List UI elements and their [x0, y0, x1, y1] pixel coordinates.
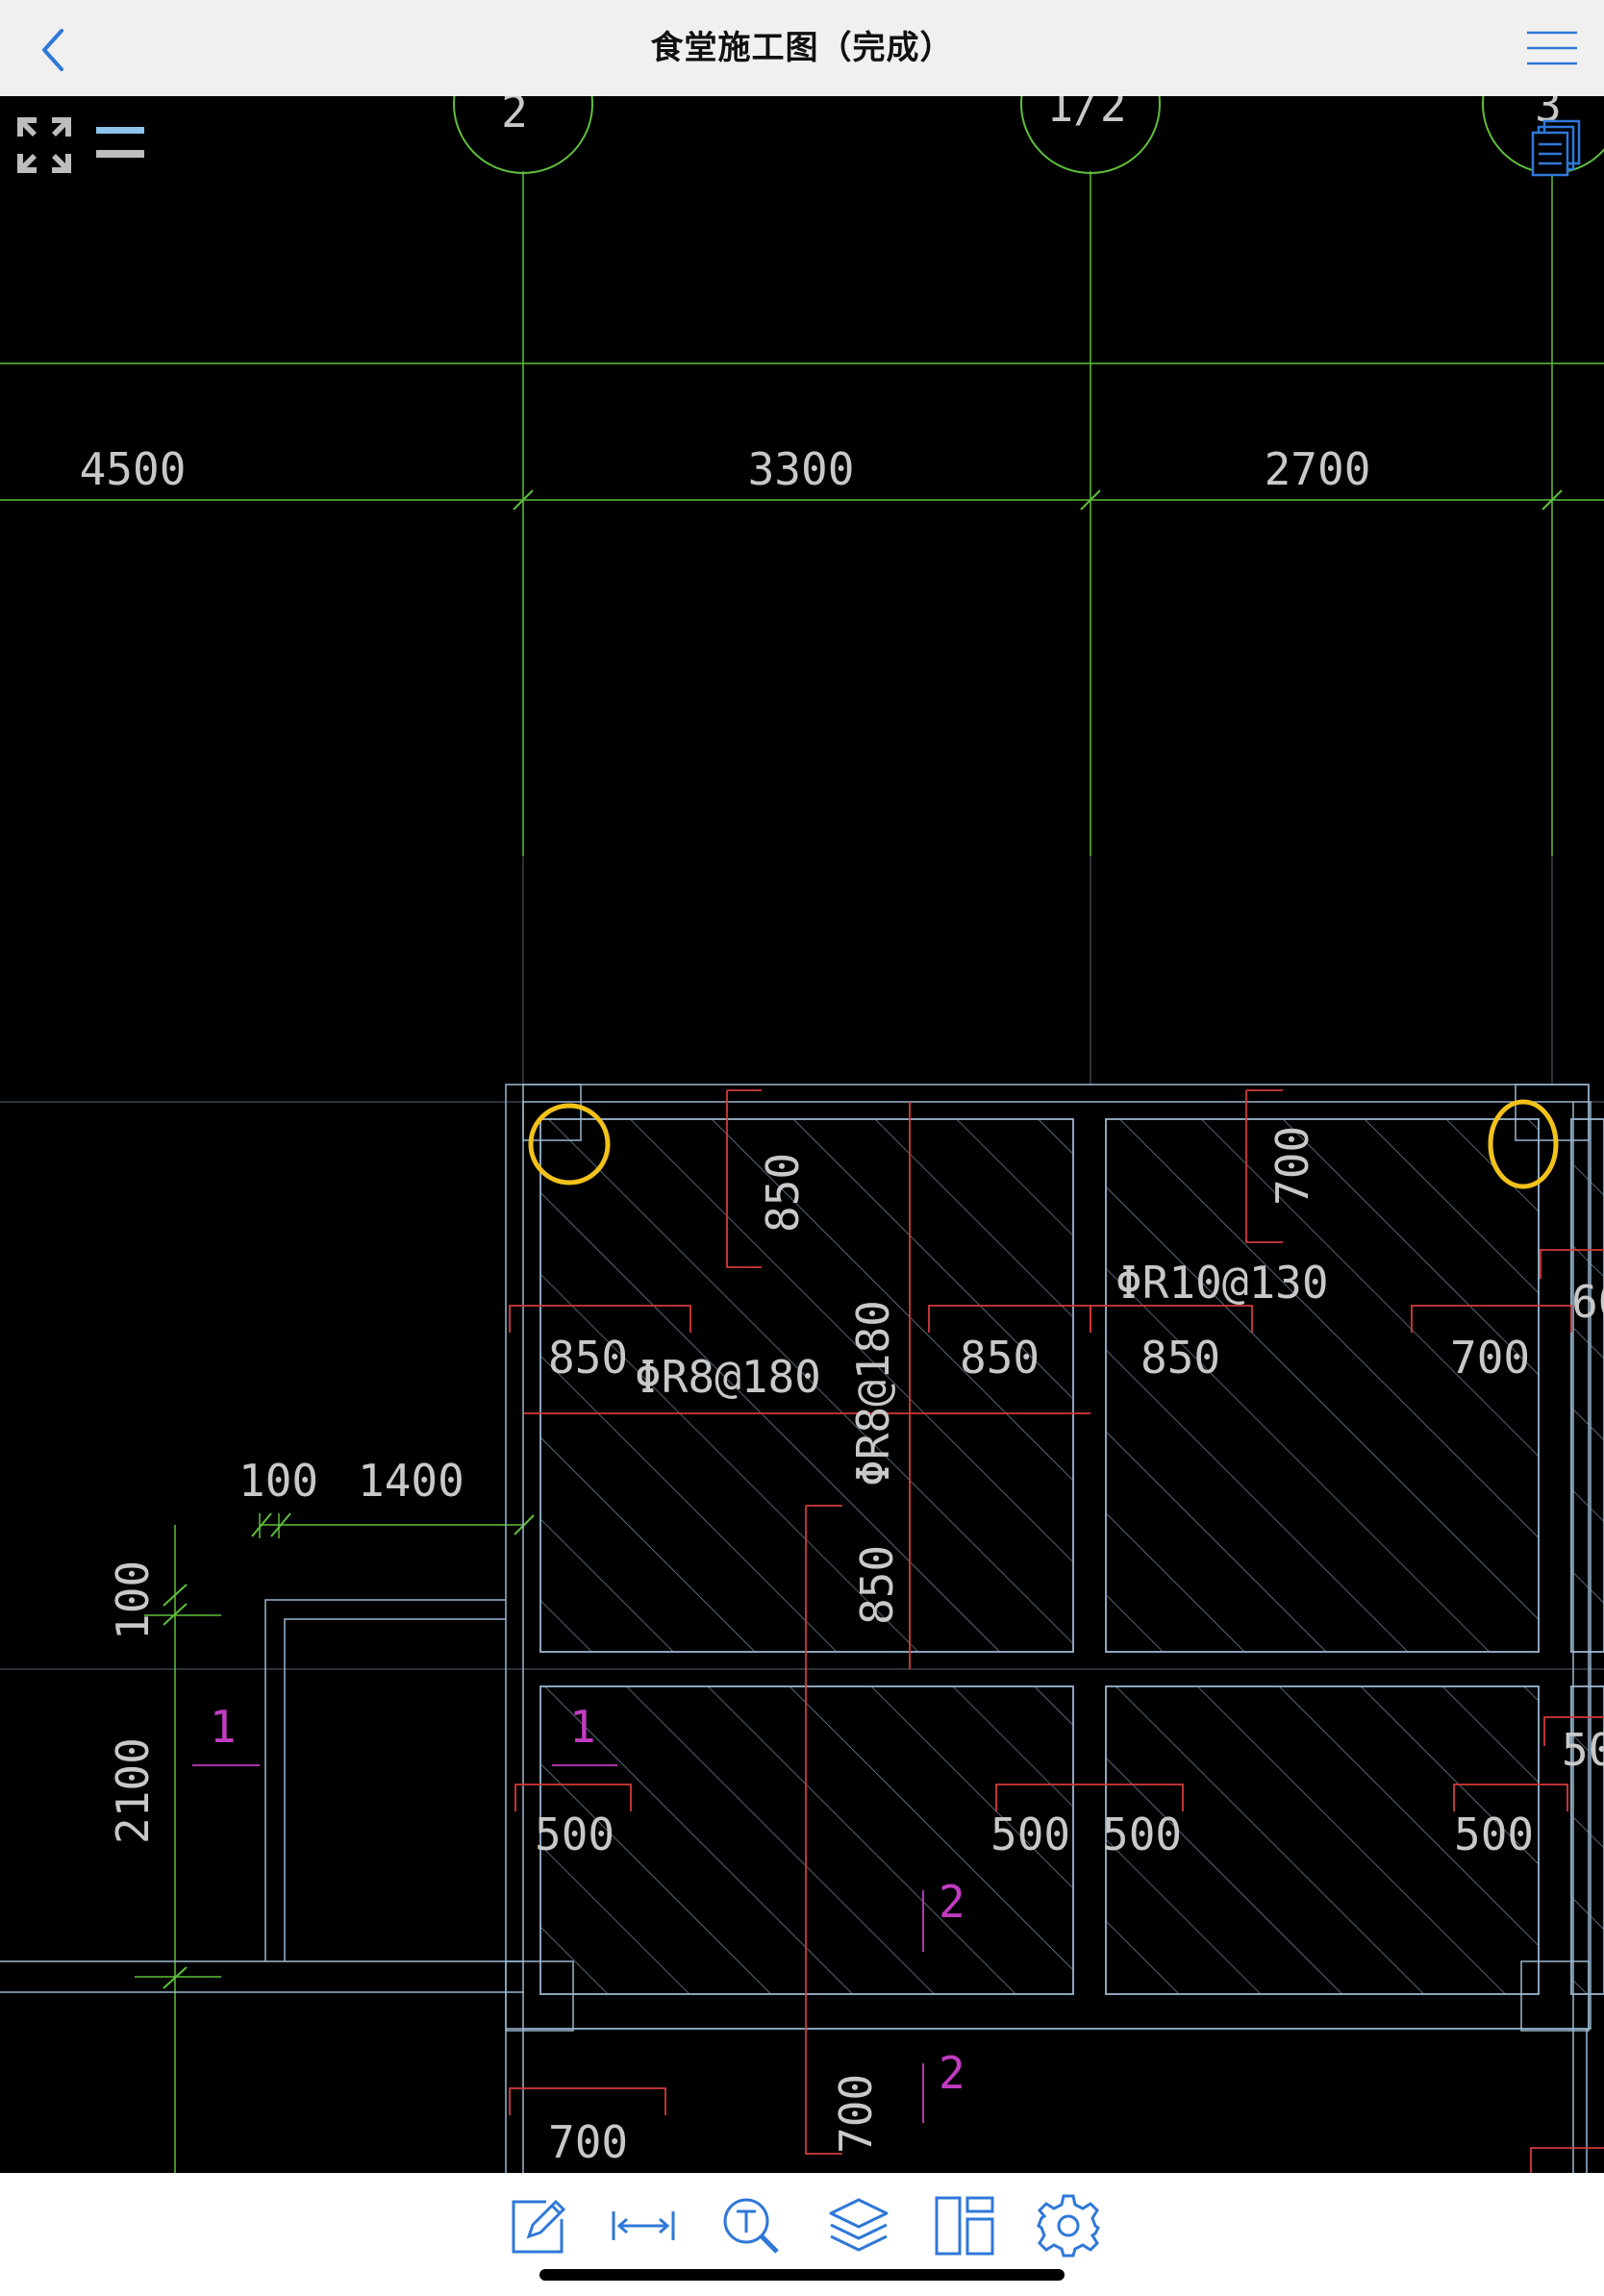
document-stack-icon: [1531, 119, 1581, 177]
cad-drawing: 2 1/2 3 4500 3300 2700: [0, 96, 1604, 2173]
text-search-button[interactable]: [717, 2192, 785, 2259]
slab-panel[interactable]: [1105, 1118, 1540, 1653]
section-mark: 1: [569, 1701, 596, 1753]
highlight-marker[interactable]: [1488, 1099, 1559, 1189]
slab-dimension: 850: [1140, 1332, 1220, 1384]
slab-dimension: 700: [1266, 1126, 1318, 1206]
rebar-label: ΦR10@130: [1115, 1257, 1329, 1309]
slab-panel[interactable]: [539, 1685, 1074, 1995]
lower-dimension: 700: [830, 2074, 882, 2154]
layers-icon: [829, 2198, 889, 2252]
highlight-marker[interactable]: [528, 1103, 611, 1185]
document-stack-button[interactable]: [1529, 117, 1585, 179]
span-dimension: 3300: [748, 443, 855, 495]
back-button[interactable]: [27, 23, 81, 77]
lower-dimension: 500: [535, 1809, 614, 1860]
settings-icon: [1037, 2194, 1100, 2258]
section-mark: 2: [939, 2047, 965, 2099]
edit-icon: [512, 2199, 566, 2254]
axis-label: 2: [501, 96, 528, 137]
slab-dimension: 850: [757, 1153, 809, 1233]
layout-button[interactable]: [931, 2192, 998, 2259]
chevron-left-icon: [42, 29, 63, 71]
lower-dimension: 500: [990, 1809, 1070, 1860]
settings-button[interactable]: [1035, 2192, 1102, 2259]
slab-dimension: 850: [851, 1545, 903, 1625]
home-indicator: [539, 2269, 1065, 2281]
rebar-label: ΦR8@180: [635, 1351, 821, 1403]
left-dimension: 1400: [358, 1455, 464, 1507]
section-mark: 2: [939, 1876, 965, 1928]
left-dimension: 100: [238, 1455, 318, 1507]
slab-dimension: 850: [960, 1332, 1040, 1384]
left-dimension: 100: [107, 1560, 159, 1640]
slab-panel[interactable]: [1105, 1685, 1540, 1995]
layers-button[interactable]: [825, 2192, 892, 2259]
hamburger-menu-icon: [1527, 31, 1577, 65]
double-bar-icon[interactable]: [96, 127, 144, 158]
left-dimension: 2100: [107, 1737, 159, 1844]
canvas-controls: [13, 113, 158, 185]
lower-dimension: 700: [548, 2116, 628, 2168]
slab-dimension: 850: [548, 1332, 628, 1384]
slab-dimension: 700: [1450, 1332, 1530, 1384]
page-title: 食堂施工图（完成）: [650, 29, 954, 67]
expand-arrows-icon[interactable]: [17, 117, 71, 173]
rebar-label: ΦR8@180: [847, 1300, 899, 1486]
measure-button[interactable]: [610, 2192, 677, 2259]
edge-dimension: 50: [1562, 1724, 1604, 1776]
edit-button[interactable]: [504, 2192, 571, 2259]
text-search-icon: [723, 2198, 779, 2254]
axis-label: 1/2: [1046, 96, 1126, 132]
drawing-canvas[interactable]: 2 1/2 3 4500 3300 2700: [0, 96, 1604, 2173]
title-bar: 食堂施工图（完成）: [0, 0, 1604, 97]
measure-icon: [612, 2211, 675, 2240]
edge-dimension: 60: [1571, 1276, 1604, 1328]
section-mark: 1: [210, 1701, 237, 1753]
lower-dimension: 500: [1102, 1809, 1182, 1860]
span-dimension: 2700: [1265, 443, 1371, 495]
lower-dimension: 500: [1454, 1809, 1534, 1860]
span-dimension: 4500: [80, 443, 187, 495]
layout-icon: [935, 2196, 994, 2256]
menu-button[interactable]: [1521, 25, 1583, 71]
slab-panel[interactable]: [539, 1118, 1074, 1653]
